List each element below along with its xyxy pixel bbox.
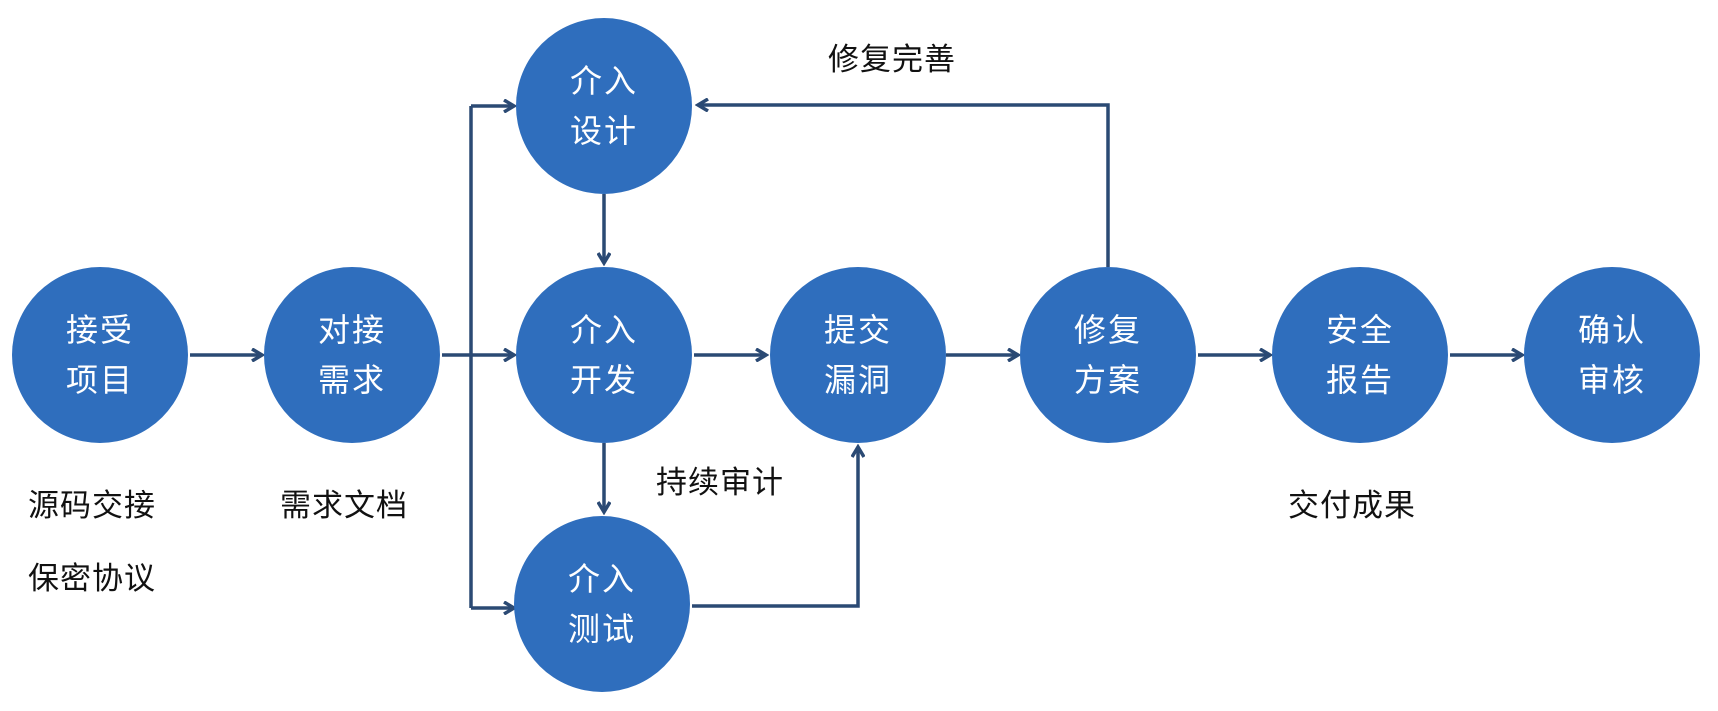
note-source-handover: 源码交接 [28, 488, 156, 524]
node-label-line1: 修复 [1073, 311, 1142, 349]
node-label-line2: 方案 [1073, 361, 1142, 399]
node-label-line1: 介入 [569, 62, 638, 100]
node-label-line1: 提交 [823, 311, 892, 349]
node-confirm-review: 确认 审核 [1524, 267, 1700, 443]
note-nda: 保密协议 [28, 561, 156, 597]
note-requirement-doc: 需求文档 [280, 488, 408, 524]
node-receive-project: 接受 项目 [12, 267, 188, 443]
node-security-report: 安全 报告 [1272, 267, 1448, 443]
node-label-line2: 项目 [65, 361, 134, 399]
arrow-test-to-submit [692, 447, 858, 608]
node-label-line1: 确认 [1577, 311, 1646, 349]
note-continuous-audit: 持续审计 [656, 465, 784, 501]
node-label-line2: 开发 [569, 361, 638, 399]
node-join-testing: 介入 测试 [514, 516, 690, 692]
node-label-line1: 对接 [317, 311, 386, 349]
note-deliverables: 交付成果 [1288, 488, 1416, 524]
node-join-design: 介入 设计 [516, 18, 692, 194]
node-label-line1: 介入 [567, 560, 636, 598]
note-fix-improve: 修复完善 [828, 42, 956, 78]
node-label-line1: 介入 [569, 311, 638, 349]
node-label-line2: 审核 [1577, 361, 1646, 399]
node-label-line2: 测试 [567, 610, 636, 648]
node-label-line2: 报告 [1325, 361, 1394, 399]
node-label-line2: 需求 [317, 361, 386, 399]
node-join-development: 介入 开发 [516, 267, 692, 443]
arrow-fix-to-design-feedback [698, 105, 1110, 267]
node-label-line1: 安全 [1325, 311, 1394, 349]
node-submit-vulnerabilities: 提交 漏洞 [770, 267, 946, 443]
node-dock-requirements: 对接 需求 [264, 267, 440, 443]
node-label-line2: 漏洞 [823, 361, 892, 399]
node-label-line1: 接受 [65, 311, 134, 349]
node-fix-plan: 修复 方案 [1020, 267, 1196, 443]
node-label-line2: 设计 [569, 112, 638, 150]
